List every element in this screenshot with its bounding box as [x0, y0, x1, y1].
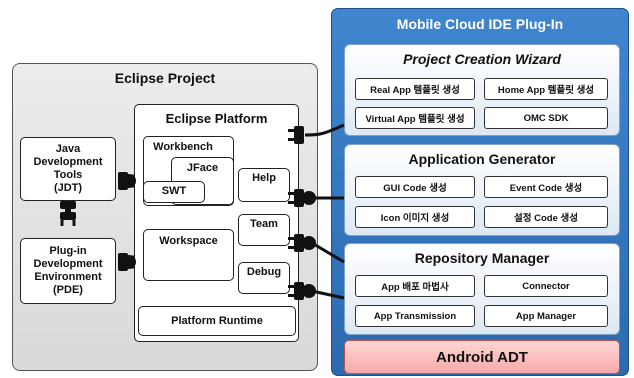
plug-jdt-platform: [118, 172, 136, 190]
pde-line-4: (PDE): [53, 284, 83, 296]
real-app-template-chip: Real App 템플릿 생성: [355, 78, 475, 100]
pde-line-2: Development: [33, 258, 103, 270]
jdt-line-1: Java: [55, 143, 81, 155]
help-label: Help: [252, 172, 276, 184]
gui-code-chip: GUI Code 생성: [355, 176, 475, 198]
wizard-title: Project Creation Wizard: [403, 51, 561, 67]
pde-line-3: Environment: [34, 271, 102, 283]
eclipse-project-title: Eclipse Project: [114, 70, 216, 86]
jdt-line-3: Tools: [53, 169, 83, 181]
swt-label: SWT: [161, 185, 187, 197]
debug-box: [238, 262, 290, 294]
app-deploy-wizard-chip: App 배포 마법사: [355, 275, 475, 297]
icon-image-chip: Icon 이미지 생성: [355, 206, 475, 228]
platform-runtime-box: [138, 306, 296, 336]
help-box: [238, 168, 290, 202]
plug-pde-platform: [118, 253, 136, 271]
plug-debug-repository: [288, 282, 345, 300]
generator-title: Application Generator: [408, 151, 556, 167]
jdt-line-2: Development: [33, 156, 103, 168]
team-label: Team: [250, 218, 278, 230]
mobile-cloud-plugin-title: Mobile Cloud IDE Plug-In: [396, 16, 564, 32]
debug-label: Debug: [246, 266, 282, 278]
event-code-chip: Event Code 생성: [484, 176, 608, 198]
home-app-template-chip: Home App 템플릿 생성: [484, 78, 608, 100]
repository-title: Repository Manager: [414, 250, 550, 266]
pde-line-1: Plug-in: [49, 245, 87, 257]
jdt-line-4: (JDT): [53, 182, 83, 194]
app-manager-chip: App Manager: [484, 305, 608, 327]
plug-help-generator: [288, 189, 344, 207]
app-transmission-chip: App Transmission: [355, 305, 475, 327]
virtual-app-template-chip: Virtual App 템플릿 생성: [355, 107, 475, 129]
settings-code-chip: 설정 Code 생성: [484, 206, 608, 228]
plug-jdt-pde: [60, 201, 76, 226]
eclipse-platform-title: Eclipse Platform: [165, 111, 268, 126]
team-box: [238, 214, 290, 246]
pde-box: Plug-in Development Environment (PDE): [20, 238, 116, 304]
platform-runtime-label: Platform Runtime: [171, 315, 263, 327]
omc-sdk-chip: OMC SDK: [484, 107, 608, 129]
jdt-box: Java Development Tools (JDT): [20, 137, 116, 201]
connector-chip: Connector: [484, 275, 608, 297]
plug-platform-wizard: [288, 123, 345, 144]
swt-box: [143, 181, 205, 203]
workspace-label: Workspace: [159, 235, 218, 247]
jface-label: JFace: [186, 162, 219, 174]
plug-team-repository: [288, 234, 345, 264]
workspace-box: [143, 229, 234, 281]
android-adt-box: Android ADT: [344, 340, 620, 374]
workbench-label: Workbench: [153, 141, 213, 153]
